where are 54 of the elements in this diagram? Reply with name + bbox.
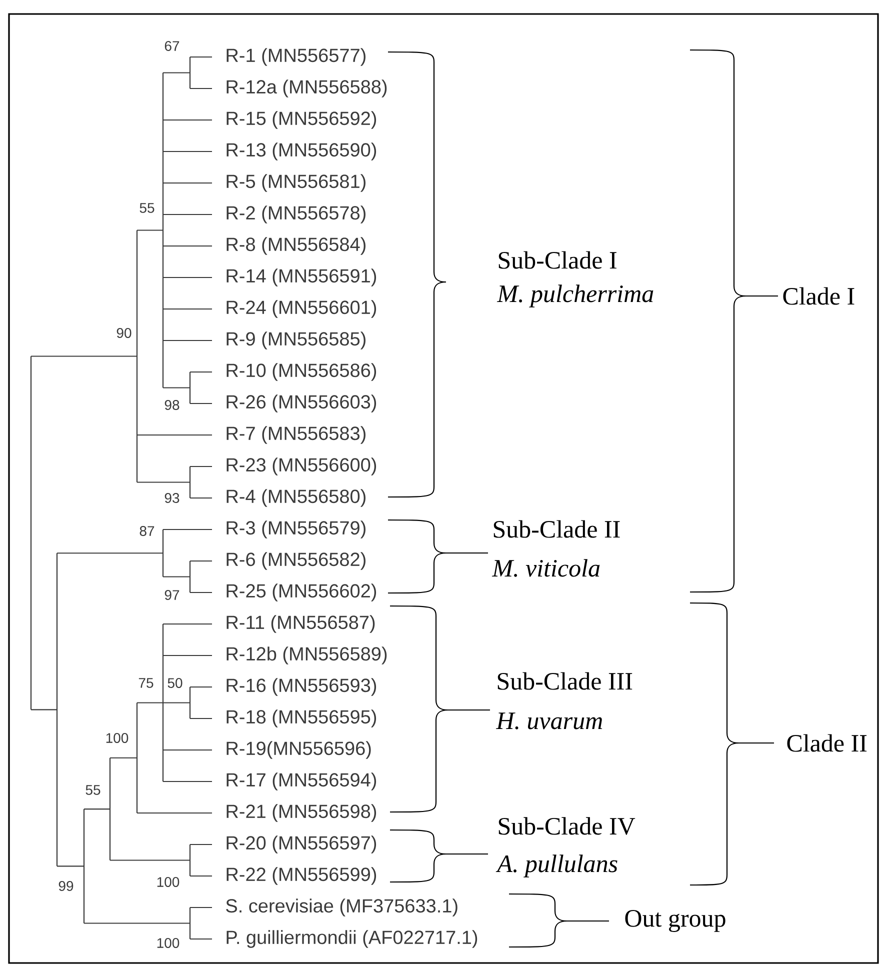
taxon-label: R-24 (MN556601) [226, 300, 376, 318]
taxon-label: R-18 (MN556595) [226, 710, 376, 728]
clade-label: Sub-Clade III [498, 672, 632, 690]
bootstrap-value: 98 [164, 400, 180, 410]
taxon-label: R-4 (MN556580) [226, 489, 366, 507]
bootstrap-value: 55 [86, 785, 100, 795]
taxon-label: R-2 (MN556578) [226, 206, 366, 224]
bootstrap-value: 90 [116, 328, 132, 338]
taxon-label: R-7 (MN556583) [226, 426, 366, 444]
taxon-label: R-6 (MN556582) [226, 552, 366, 570]
taxon-label: R-9 (MN556585) [226, 332, 366, 350]
bootstrap-value: 97 [164, 590, 180, 600]
bootstrap-value: 99 [58, 881, 74, 891]
species-name: M. pulcherrima [496, 284, 654, 308]
taxon-label: R-26 (MN556603) [226, 394, 376, 412]
taxon-label: R-12b (MN556589) [226, 646, 387, 664]
taxon-label: R-10 (MN556586) [226, 363, 376, 381]
species-name: H. uvarum [496, 712, 602, 730]
clade-label: Sub-Clade IV [498, 817, 636, 835]
taxon-label: R-13 (MN556590) [226, 142, 376, 160]
bootstrap-value: 50 [168, 678, 182, 688]
species-name: M. viticola [492, 559, 600, 577]
bootstrap-value: 75 [138, 678, 154, 688]
taxon-label: R-17 (MN556594) [226, 772, 376, 790]
taxon-label: R-22 (MN556599) [226, 867, 376, 885]
clade-label: Out group [625, 910, 726, 932]
bootstrap-value: 100 [157, 938, 180, 948]
taxon-label: R-8 (MN556584) [226, 237, 366, 255]
taxon-label: R-11 (MN556587) [226, 615, 375, 633]
bootstrap-value: 67 [164, 41, 180, 51]
species-name: A. pullulans [496, 854, 618, 878]
taxon-label: R-25 (MN556602) [226, 584, 376, 602]
taxon-label: R-12a (MN556588) [226, 80, 387, 98]
clade-label: Sub-Clade II [494, 520, 620, 538]
taxon-label: R-21 (MN556598) [226, 804, 376, 822]
taxon-label: R-15 (MN556592) [226, 111, 376, 129]
clade-label: Clade I [783, 287, 854, 305]
taxon-label: R-5 (MN556581) [226, 174, 366, 192]
bootstrap-value: 100 [157, 877, 180, 887]
bootstrap-value: 100 [106, 733, 128, 743]
bootstrap-value: 93 [164, 493, 180, 503]
bootstrap-value: 87 [140, 526, 154, 536]
taxon-label: R-3 (MN556579) [226, 520, 366, 538]
taxon-label: S. cerevisiae (MF375633.1) [226, 898, 458, 916]
taxon-label: R-14 (MN556591) [226, 268, 376, 286]
clade-label: Clade II [787, 734, 867, 752]
taxon-label: R-20 (MN556597) [226, 836, 376, 854]
clade-label: Sub-Clade I [498, 251, 616, 269]
taxon-label: R-1 (MN556577) [226, 48, 366, 66]
taxon-label: P. guilliermondii (AF022717.1) [226, 930, 478, 948]
taxon-label: R-23 (MN556600) [226, 458, 376, 476]
taxon-label: R-16 (MN556593) [226, 678, 376, 696]
taxon-label: R-19(MN556596) [226, 741, 371, 759]
bootstrap-value: 55 [140, 203, 154, 213]
